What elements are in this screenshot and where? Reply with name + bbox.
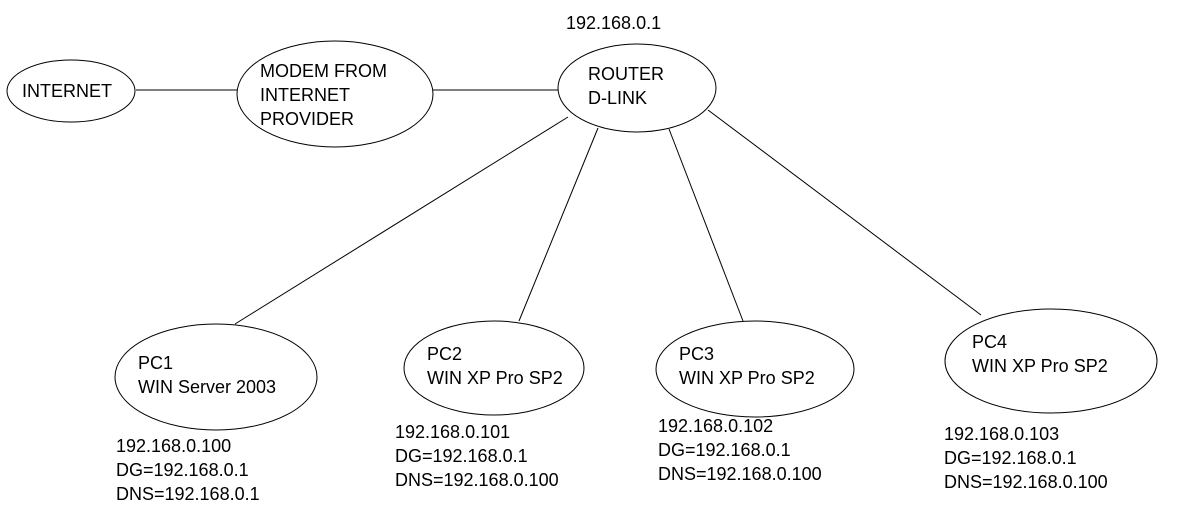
- internet-text: INTERNET: [22, 81, 112, 101]
- link-router-pc2: [518, 127, 599, 322]
- pc2-os: WIN XP Pro SP2: [427, 368, 563, 388]
- pc3-os: WIN XP Pro SP2: [679, 368, 815, 388]
- pc2-dns: DNS=192.168.0.100: [395, 470, 559, 490]
- router-node: [557, 43, 717, 133]
- pc3-ip: 192.168.0.102: [658, 416, 774, 436]
- pc1-label: PC1 WIN Server 2003: [138, 351, 276, 399]
- pc3-node: [655, 320, 855, 418]
- modem-node: [236, 40, 434, 148]
- modem-line-3: PROVIDER: [260, 109, 355, 129]
- pc4-label: PC4 WIN XP Pro SP2: [972, 330, 1108, 378]
- pc4-config: 192.168.0.103 DG=192.168.0.1 DNS=192.168…: [944, 422, 1108, 494]
- modem-line-2: INTERNET: [260, 85, 350, 105]
- pc2-dg: DG=192.168.0.1: [395, 446, 528, 466]
- pc4-node: [944, 308, 1158, 414]
- link-router-pc3: [668, 128, 744, 322]
- link-router-pc1: [234, 116, 569, 325]
- modem-label: MODEM FROM INTERNET PROVIDER: [260, 59, 387, 131]
- router-line-1: ROUTER: [588, 64, 664, 84]
- pc3-config: 192.168.0.102 DG=192.168.0.1 DNS=192.168…: [658, 414, 822, 486]
- pc1-ip: 192.168.0.100: [116, 436, 232, 456]
- modem-line-1: MODEM FROM: [260, 61, 387, 81]
- pc4-dg: DG=192.168.0.1: [944, 448, 1077, 468]
- pc4-dns: DNS=192.168.0.100: [944, 472, 1108, 492]
- pc2-ip: 192.168.0.101: [395, 422, 511, 442]
- pc4-name: PC4: [972, 332, 1008, 352]
- pc2-config: 192.168.0.101 DG=192.168.0.1 DNS=192.168…: [395, 420, 559, 492]
- router-label: ROUTER D-LINK: [588, 62, 664, 110]
- router-line-2: D-LINK: [588, 88, 648, 108]
- pc1-config: 192.168.0.100 DG=192.168.0.1 DNS=192.168…: [116, 434, 260, 506]
- pc2-node: [403, 320, 585, 416]
- pc3-dns: DNS=192.168.0.100: [658, 464, 822, 484]
- internet-node: [6, 59, 136, 123]
- pc2-name: PC2: [427, 344, 463, 364]
- pc1-dg: DG=192.168.0.1: [116, 460, 249, 480]
- link-router-pc4: [707, 109, 982, 316]
- pc3-name: PC3: [679, 344, 715, 364]
- pc1-dns: DNS=192.168.0.1: [116, 484, 260, 504]
- pc1-os: WIN Server 2003: [138, 377, 277, 397]
- router-ip-label: 192.168.0.1: [566, 13, 662, 33]
- pc1-node: [114, 323, 318, 431]
- pc2-label: PC2 WIN XP Pro SP2: [427, 342, 563, 390]
- pc4-os: WIN XP Pro SP2: [972, 356, 1108, 376]
- pc4-ip: 192.168.0.103: [944, 424, 1060, 444]
- pc3-dg: DG=192.168.0.1: [658, 440, 791, 460]
- pc3-label: PC3 WIN XP Pro SP2: [679, 342, 815, 390]
- pc1-name: PC1: [138, 353, 174, 373]
- internet-label: INTERNET: [22, 79, 112, 103]
